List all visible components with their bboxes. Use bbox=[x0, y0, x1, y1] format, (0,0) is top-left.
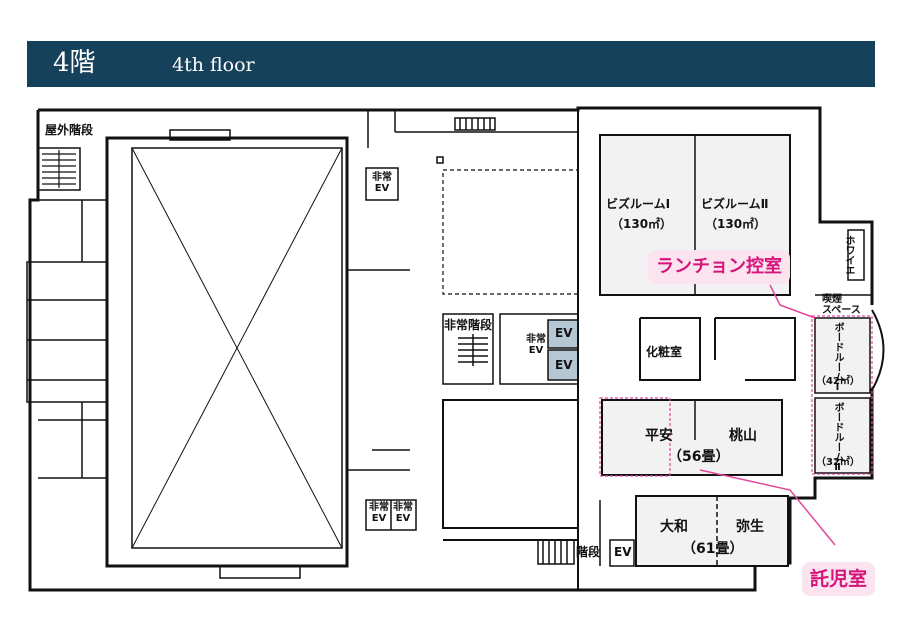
childcare-room-callout: 託児室 bbox=[802, 562, 876, 596]
smoking-space-label-2: スペース bbox=[822, 305, 861, 316]
luncheon-room-outline bbox=[599, 397, 671, 477]
yamato-yayoi-size: （61畳） bbox=[682, 541, 744, 557]
board-room-1-label: ボードルームⅠ bbox=[832, 322, 843, 393]
floor-header: 4階 4th floor bbox=[27, 41, 875, 87]
yamato-label: 大和 bbox=[660, 519, 688, 535]
luncheon-callout-line bbox=[769, 284, 816, 319]
yamato-yayoi-box bbox=[635, 495, 789, 567]
ev-b-box bbox=[547, 349, 579, 381]
childcare-callout-line bbox=[699, 469, 836, 546]
board-room-1-box bbox=[814, 317, 871, 394]
foyer-box bbox=[847, 229, 865, 281]
emergency-ev-1-label: 非常EV bbox=[372, 172, 392, 194]
ev-a-box bbox=[547, 319, 579, 349]
ev-b-label: EV bbox=[555, 358, 573, 372]
yayoi-label: 弥生 bbox=[736, 519, 764, 535]
foyer-label: ホワイエ bbox=[843, 235, 854, 275]
emergency-ev-2-label: 非常EV bbox=[526, 334, 546, 356]
emergency-ev-3a-label: 非常EV bbox=[369, 502, 389, 524]
outdoor-stairs-box bbox=[37, 147, 81, 191]
ev-c-label: EV bbox=[614, 545, 632, 559]
momoyama-label: 桃山 bbox=[729, 428, 757, 444]
left-wall-blocks bbox=[26, 199, 108, 479]
stairs-label: 階段 bbox=[576, 545, 601, 559]
floor-label: 4階 bbox=[53, 48, 96, 78]
outdoor-stairs-label: 屋外階段 bbox=[45, 123, 94, 137]
board-room-1-area: （42㎡） bbox=[816, 376, 860, 387]
luncheon-room-callout: ランチョン控室 bbox=[648, 250, 790, 284]
lower-mid-walls bbox=[347, 269, 417, 531]
bottom-stairs bbox=[537, 539, 635, 567]
upper-corridor bbox=[367, 110, 578, 164]
ev-a-label: EV bbox=[555, 326, 573, 340]
smoking-space-label-1: 喫煙 bbox=[822, 294, 842, 305]
childcare-room-outline bbox=[811, 315, 873, 475]
biz-room-2-area: （130㎡） bbox=[705, 217, 767, 231]
biz-room-2-label: ビズルームⅡ bbox=[701, 197, 769, 211]
outdoor-stairs-treads bbox=[42, 150, 76, 188]
central-room-lower bbox=[442, 399, 579, 529]
powder-room-label: 化粧室 bbox=[646, 345, 683, 359]
emergency-ev-1-box bbox=[365, 167, 399, 201]
biz-room-1-area: （130㎡） bbox=[611, 217, 673, 231]
powder-room-walls bbox=[639, 317, 796, 381]
central-room-upper bbox=[442, 169, 579, 295]
floor-label-en: 4th floor bbox=[172, 54, 255, 76]
heian-momoyama-box bbox=[601, 399, 783, 476]
board-room-2-label: ボードルームⅡ bbox=[832, 402, 843, 473]
biz-room-1-label: ビズルームⅠ bbox=[606, 197, 671, 211]
board-room-2-area: （32㎡） bbox=[816, 457, 860, 468]
heian-label: 平安 bbox=[645, 428, 673, 444]
main-hall bbox=[105, 129, 349, 579]
heian-momoyama-size: （56畳） bbox=[668, 449, 730, 465]
emergency-ev-3b-label: 非常EV bbox=[393, 502, 413, 524]
emergency-stairs-label: 非常階段 bbox=[444, 318, 493, 332]
board-room-2-box bbox=[814, 397, 871, 474]
